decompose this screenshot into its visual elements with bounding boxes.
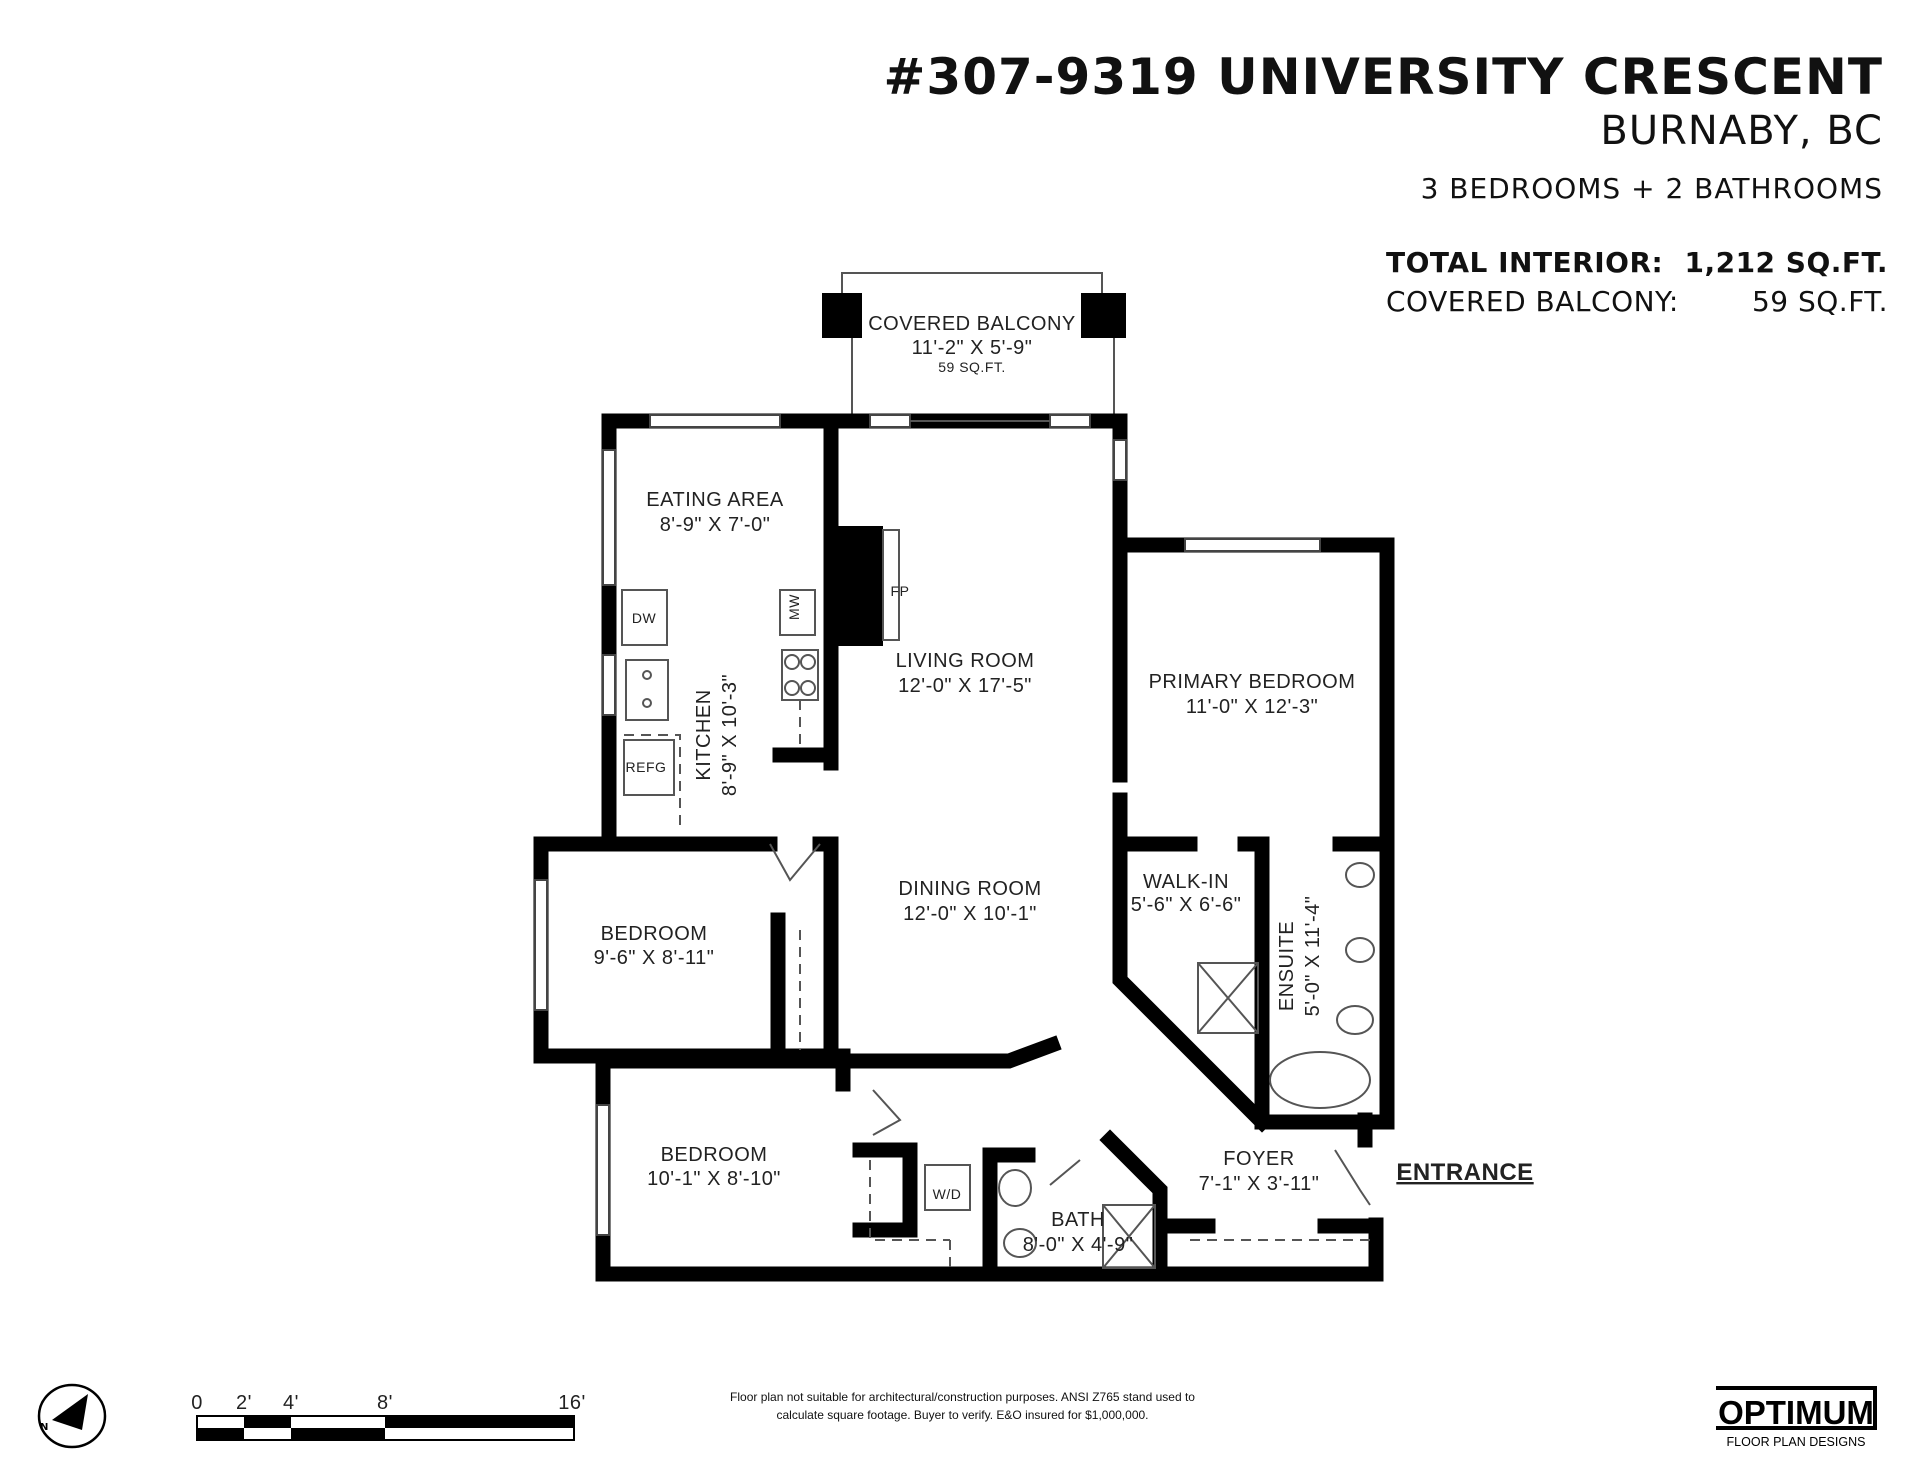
room-label-walk-in: WALK-IN 5'-6" X 6'-6"	[1131, 871, 1242, 916]
room-label-primary-bedroom: PRIMARY BEDROOM 11'-0" X 12'-3"	[1149, 671, 1356, 718]
room-name: FOYER	[1223, 1148, 1294, 1170]
windows	[534, 414, 1321, 1236]
room-label-bath: BATH 8'-0" X 4'-9"	[1023, 1209, 1134, 1256]
logo-name: OPTIMUM	[1718, 1394, 1874, 1431]
washer-dryer-label: W/D	[933, 1186, 962, 1202]
room-name: KITCHEN	[693, 689, 715, 780]
room-name: BATH	[1051, 1209, 1105, 1231]
disclaimer: Floor plan not suitable for architectura…	[680, 1388, 1245, 1424]
room-label-bedroom-2: BEDROOM 10'-1" X 8'-10"	[647, 1144, 781, 1190]
room-dims: 10'-1" X 8'-10"	[647, 1168, 781, 1190]
room-area: 59 SQ.FT.	[938, 359, 1006, 375]
room-dims: 7'-1" X 3'-11"	[1199, 1173, 1320, 1195]
area-value: 59 SQ.FT.	[1751, 285, 1888, 318]
room-name: PRIMARY BEDROOM	[1149, 671, 1356, 693]
room-dims: 11'-2" X 5'-9"	[912, 337, 1033, 359]
room-label-foyer: FOYER 7'-1" X 3'-11"	[1199, 1148, 1320, 1195]
balcony-structure	[822, 272, 1126, 415]
room-dims: 12'-0" X 10'-1"	[903, 903, 1037, 925]
room-dims: 5'-6" X 6'-6"	[1131, 894, 1242, 916]
property-city: BURNABY, BC	[1600, 108, 1883, 154]
area-label: TOTAL INTERIOR:	[1386, 246, 1664, 279]
disclaimer-line: calculate square footage. Buyer to verif…	[776, 1408, 1149, 1422]
room-name: BEDROOM	[601, 923, 708, 945]
refrigerator-label: REFG	[626, 759, 667, 775]
room-name: LIVING ROOM	[896, 650, 1035, 672]
entrance-label: ENTRANCE	[1396, 1159, 1533, 1186]
room-dims: 8'-9" X 10'-3"	[719, 674, 741, 796]
room-name: COVERED BALCONY	[868, 313, 1076, 335]
room-dims: 12'-0" X 17'-5"	[898, 675, 1032, 697]
room-label-eating-area: EATING AREA 8'-9" X 7'-0"	[646, 489, 784, 536]
room-label-bedroom-1: BEDROOM 9'-6" X 8'-11"	[594, 923, 715, 969]
area-value: 1,212 SQ.FT.	[1684, 246, 1888, 279]
scale-tick: 0	[191, 1392, 203, 1414]
room-label-kitchen: KITCHEN 8'-9" X 10'-3"	[693, 674, 741, 796]
area-label: COVERED BALCONY:	[1386, 285, 1679, 318]
scale-tick: 4'	[283, 1392, 299, 1414]
room-name: WALK-IN	[1143, 871, 1229, 893]
scale-tick: 8'	[377, 1392, 393, 1414]
room-label-living-room: LIVING ROOM 12'-0" X 17'-5"	[896, 650, 1035, 697]
compass-north-label: N	[40, 1422, 48, 1433]
logo-tagline: FLOOR PLAN DESIGNS	[1727, 1435, 1866, 1449]
scale-bar: 0 2' 4' 8' 16'	[191, 1392, 586, 1441]
fixtures	[621, 529, 1375, 1270]
room-dims: 8'-9" X 7'-0"	[660, 514, 771, 536]
balcony-area-row: COVERED BALCONY: 59 SQ.FT.	[1386, 285, 1888, 318]
north-compass-icon: N	[37, 1383, 107, 1449]
room-dims: 5'-0" X 11'-4"	[1302, 896, 1324, 1017]
optimum-logo: OPTIMUM FLOOR PLAN DESIGNS	[1716, 1386, 1877, 1449]
room-dims: 9'-6" X 8'-11"	[594, 947, 715, 969]
dishwasher-label: DW	[632, 610, 657, 626]
room-name: DINING ROOM	[898, 878, 1041, 900]
fireplace-label: FP	[891, 583, 910, 599]
room-label-dining-room: DINING ROOM 12'-0" X 10'-1"	[898, 878, 1041, 925]
scale-tick: 16'	[558, 1392, 586, 1414]
room-dims: 8'-0" X 4'-9"	[1023, 1234, 1134, 1256]
room-name: EATING AREA	[646, 489, 784, 511]
scale-tick: 2'	[236, 1392, 252, 1414]
disclaimer-line: Floor plan not suitable for architectura…	[730, 1390, 1195, 1404]
total-interior-row: TOTAL INTERIOR: 1,212 SQ.FT.	[1386, 246, 1888, 279]
room-label-ensuite: ENSUITE 5'-0" X 11'-4"	[1276, 896, 1324, 1017]
room-name: ENSUITE	[1276, 921, 1298, 1011]
room-name: BEDROOM	[661, 1144, 768, 1166]
room-dims: 11'-0" X 12'-3"	[1186, 696, 1318, 718]
microwave-label: MW	[786, 594, 802, 620]
room-summary: 3 BEDROOMS + 2 BATHROOMS	[1420, 172, 1883, 205]
property-address: #307-9319 UNIVERSITY CRESCENT	[883, 48, 1883, 106]
room-label-balcony: COVERED BALCONY 11'-2" X 5'-9" 59 SQ.FT.	[868, 313, 1076, 375]
